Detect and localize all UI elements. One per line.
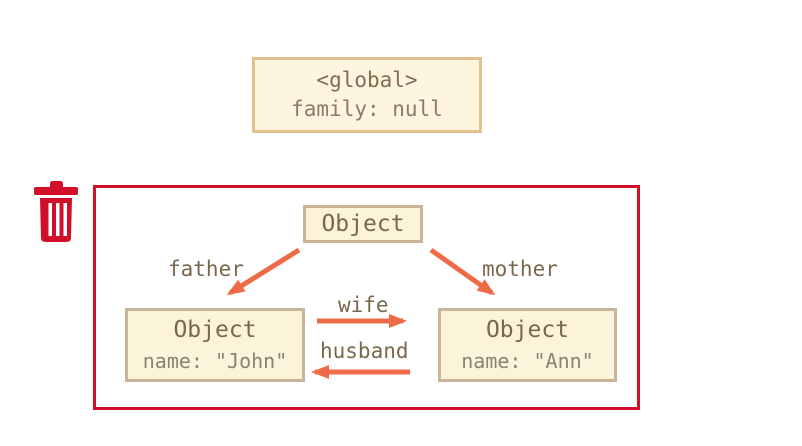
garbage-boundary-rect: [93, 185, 640, 410]
parent-object-box: Object: [303, 205, 423, 243]
global-family-property: family: null: [291, 97, 443, 121]
john-object-title: Object: [173, 317, 257, 343]
global-object-box: <global> family: null: [252, 57, 482, 133]
ann-name-property: name: "Ann": [461, 349, 594, 373]
john-name-property: name: "John": [142, 349, 288, 373]
ann-object-box: Object name: "Ann": [438, 308, 617, 382]
mother-edge-label: mother: [482, 257, 558, 281]
john-object-box: Object name: "John": [125, 308, 305, 382]
husband-edge-label: husband: [320, 339, 409, 363]
parent-object-title: Object: [321, 210, 405, 237]
wife-edge-label: wife: [338, 293, 389, 317]
trash-icon: [34, 181, 78, 242]
ann-object-title: Object: [485, 317, 570, 343]
father-edge-label: father: [168, 257, 244, 281]
global-title: <global>: [316, 68, 418, 92]
